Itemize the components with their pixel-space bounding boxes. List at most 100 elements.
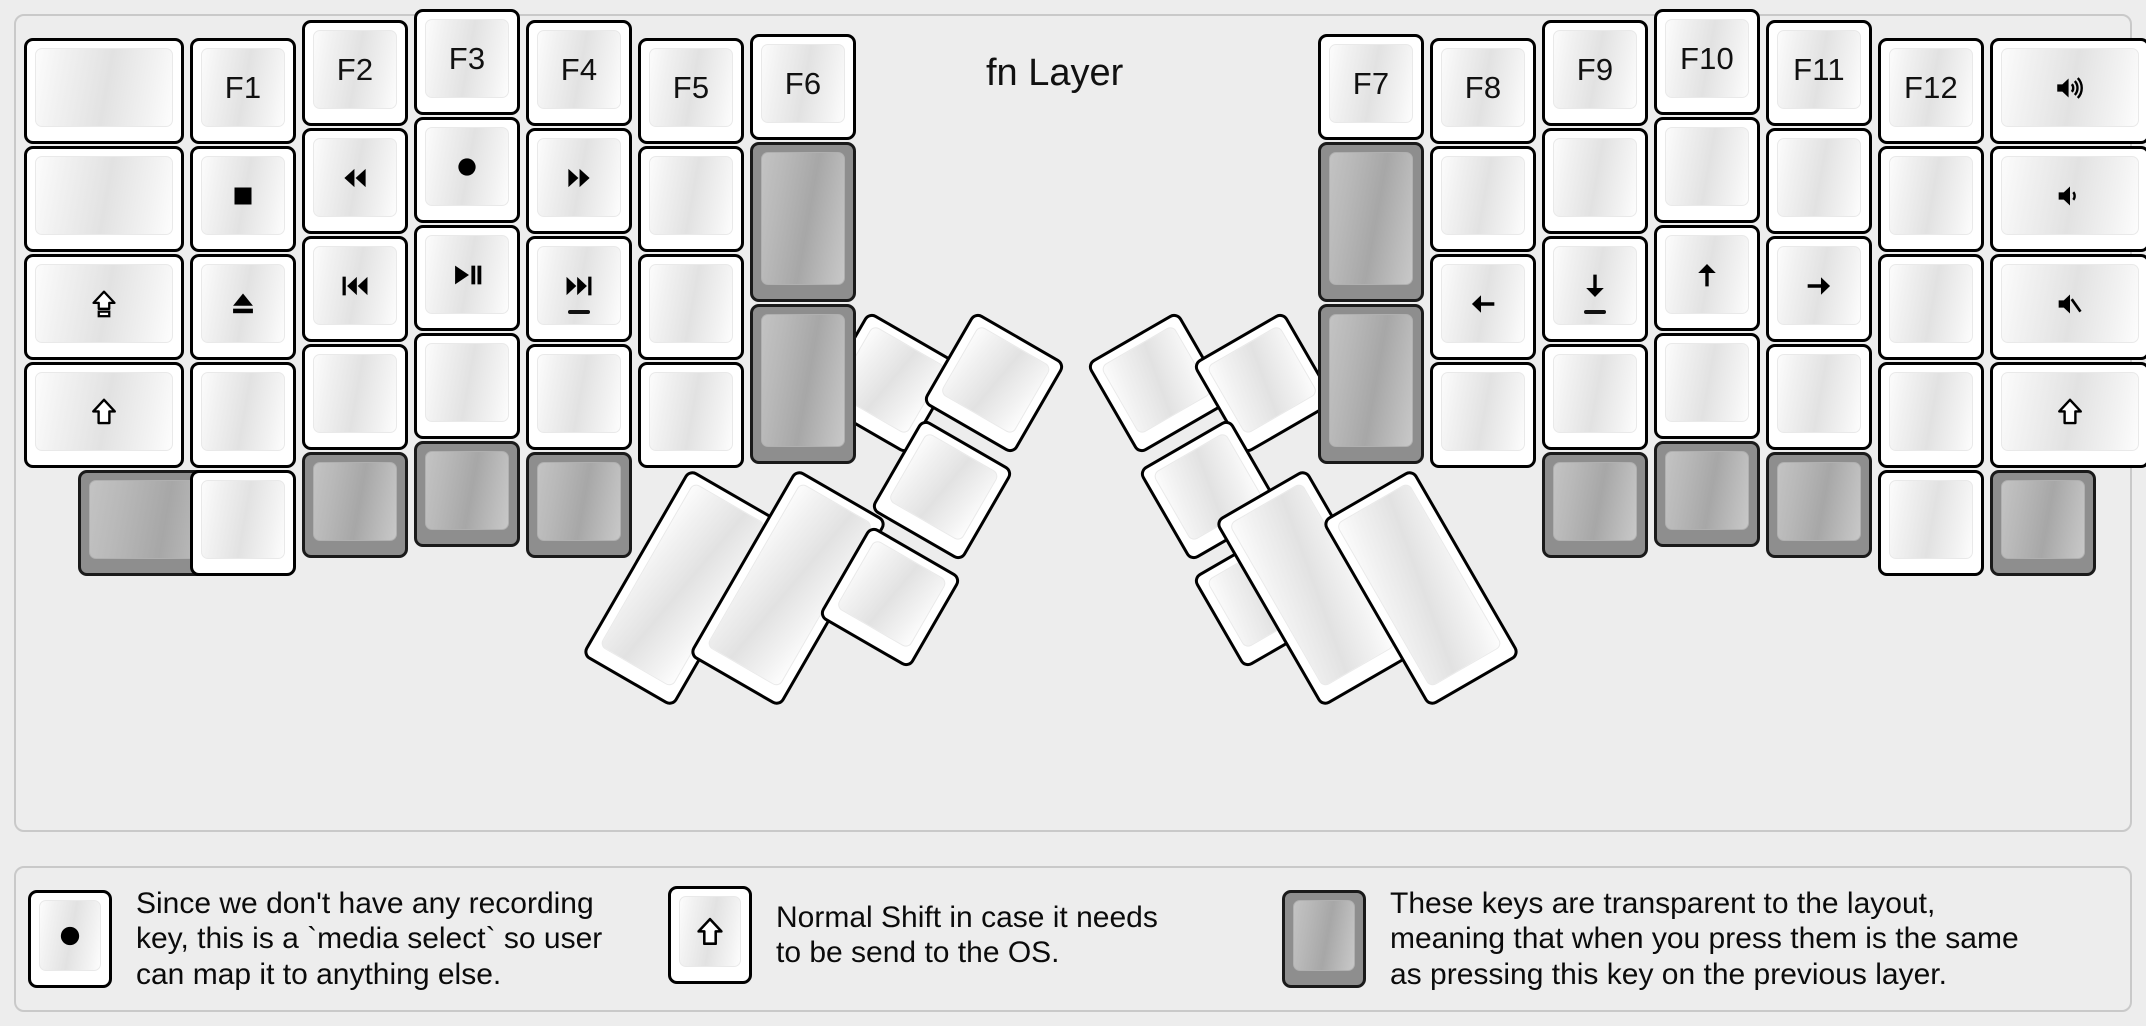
key-col-outer-left-r1[interactable] — [24, 146, 184, 252]
keycap-surface — [1441, 156, 1525, 235]
keycap-surface — [35, 156, 173, 235]
key-col-f8-r3[interactable] — [1430, 362, 1536, 468]
legend-item-2: These keys are transparent to the layout… — [1282, 886, 2019, 992]
key-col-f7-r2[interactable] — [1318, 304, 1424, 464]
key-col-f8-r0[interactable]: F8 — [1430, 38, 1536, 144]
key-col-f2-r1[interactable] — [302, 128, 408, 234]
key-col-f5-r0[interactable]: F5 — [638, 38, 744, 144]
key-col-f3-r3[interactable] — [414, 333, 520, 439]
keycap-surface — [1329, 314, 1413, 447]
keycap-surface: F4 — [537, 30, 621, 109]
key-col-f10-r1[interactable] — [1654, 117, 1760, 223]
key-col-f11-r2[interactable] — [1766, 236, 1872, 342]
key-col-f2-r3[interactable] — [302, 344, 408, 450]
key-col-outer-left-r2[interactable] — [24, 254, 184, 360]
legend-description-1: Normal Shift in case it needs to be send… — [776, 900, 1158, 969]
keycap-surface: F2 — [313, 30, 397, 109]
key-col-f11-r1[interactable] — [1766, 128, 1872, 234]
keycap-surface — [1665, 235, 1749, 314]
key-col-f5-r1[interactable] — [638, 146, 744, 252]
volume-mute-icon — [2053, 287, 2087, 321]
key-col-f10-r0[interactable]: F10 — [1654, 9, 1760, 115]
key-col-f3-r1[interactable] — [414, 117, 520, 223]
key-col-outer-left-r3[interactable] — [24, 362, 184, 468]
keycap-surface — [313, 354, 397, 433]
key-label: F9 — [1576, 52, 1614, 87]
keycap-surface — [537, 354, 621, 433]
key-col-f1-r4[interactable] — [190, 470, 296, 576]
key-col-f12-r0[interactable]: F12 — [1878, 38, 1984, 144]
key-col-f9-r3[interactable] — [1542, 344, 1648, 450]
shift-icon — [692, 914, 728, 950]
key-label: F12 — [1903, 70, 1959, 105]
key-col-f10-r2[interactable] — [1654, 225, 1760, 331]
key-col-f4-r2[interactable] — [526, 236, 632, 342]
key-col-f8-r2[interactable] — [1430, 254, 1536, 360]
keycap-surface — [1665, 343, 1749, 422]
key-col-f11-r4[interactable] — [1766, 452, 1872, 558]
key-col-f3-r0[interactable]: F3 — [414, 9, 520, 115]
key-col-f7-r1[interactable] — [1318, 142, 1424, 302]
keycap-surface: F5 — [649, 48, 733, 127]
key-col-outer-left-r0[interactable] — [24, 38, 184, 144]
keycap-surface — [1889, 372, 1973, 451]
keycap-surface — [2001, 372, 2139, 451]
key-col-f9-r4[interactable] — [1542, 452, 1648, 558]
keycap-surface: F7 — [1329, 44, 1413, 123]
key-col-f11-r0[interactable]: F11 — [1766, 20, 1872, 126]
key-col-f6-r2[interactable] — [750, 304, 856, 464]
key-col-f2-r0[interactable]: F2 — [302, 20, 408, 126]
key-col-f1-r3[interactable] — [190, 362, 296, 468]
key-col-f8-r1[interactable] — [1430, 146, 1536, 252]
key-col-outer-right-r0[interactable] — [1990, 38, 2146, 144]
media-prev-track-icon — [338, 269, 372, 303]
key-col-f7-r0[interactable]: F7 — [1318, 34, 1424, 140]
key-col-f2-r4[interactable] — [302, 452, 408, 558]
legend-item-1: Normal Shift in case it needs to be send… — [668, 886, 1158, 984]
arrow-down-icon — [1578, 269, 1612, 303]
key-col-outer-right-r4[interactable] — [1990, 470, 2096, 576]
key-col-f4-r0[interactable]: F4 — [526, 20, 632, 126]
key-col-f12-r4[interactable] — [1878, 470, 1984, 576]
key-col-f9-r1[interactable] — [1542, 128, 1648, 234]
key-col-f3-r2[interactable] — [414, 225, 520, 331]
shift-icon — [2053, 395, 2087, 429]
key-col-f4-r3[interactable] — [526, 344, 632, 450]
volume-up-icon — [2053, 71, 2087, 105]
key-col-f6-r0[interactable]: F6 — [750, 34, 856, 140]
key-col-f12-r2[interactable] — [1878, 254, 1984, 360]
key-col-f3-r4[interactable] — [414, 441, 520, 547]
key-col-f4-r4[interactable] — [526, 452, 632, 558]
key-col-f5-r2[interactable] — [638, 254, 744, 360]
key-col-f12-r3[interactable] — [1878, 362, 1984, 468]
key-col-f5-r3[interactable] — [638, 362, 744, 468]
keycap-surface — [1777, 138, 1861, 217]
shift-icon — [87, 395, 121, 429]
key-col-outer-right-r3[interactable] — [1990, 362, 2146, 468]
key-label: F6 — [784, 66, 822, 101]
key-col-f4-r1[interactable] — [526, 128, 632, 234]
homing-bump-indicator — [1584, 310, 1606, 314]
key-col-f11-r3[interactable] — [1766, 344, 1872, 450]
key-col-f2-r2[interactable] — [302, 236, 408, 342]
media-record-icon — [450, 150, 484, 184]
keycap-surface — [201, 264, 285, 343]
key-col-f1-r1[interactable] — [190, 146, 296, 252]
key-col-f9-r2[interactable] — [1542, 236, 1648, 342]
keycap-surface — [1441, 264, 1525, 343]
legend-item-0: Since we don't have any recording key, t… — [28, 886, 602, 992]
keycap-surface: F11 — [1777, 30, 1861, 109]
key-col-f10-r3[interactable] — [1654, 333, 1760, 439]
key-col-f6-r1[interactable] — [750, 142, 856, 302]
key-col-f1-r0[interactable]: F1 — [190, 38, 296, 144]
key-col-f1-r2[interactable] — [190, 254, 296, 360]
key-label: F5 — [672, 70, 710, 105]
key-col-f12-r1[interactable] — [1878, 146, 1984, 252]
key-col-outer-right-r2[interactable] — [1990, 254, 2146, 360]
key-col-f10-r4[interactable] — [1654, 441, 1760, 547]
media-eject-icon — [226, 287, 260, 321]
keycap-surface — [761, 152, 845, 285]
key-col-outer-right-r1[interactable] — [1990, 146, 2146, 252]
key-col-f9-r0[interactable]: F9 — [1542, 20, 1648, 126]
